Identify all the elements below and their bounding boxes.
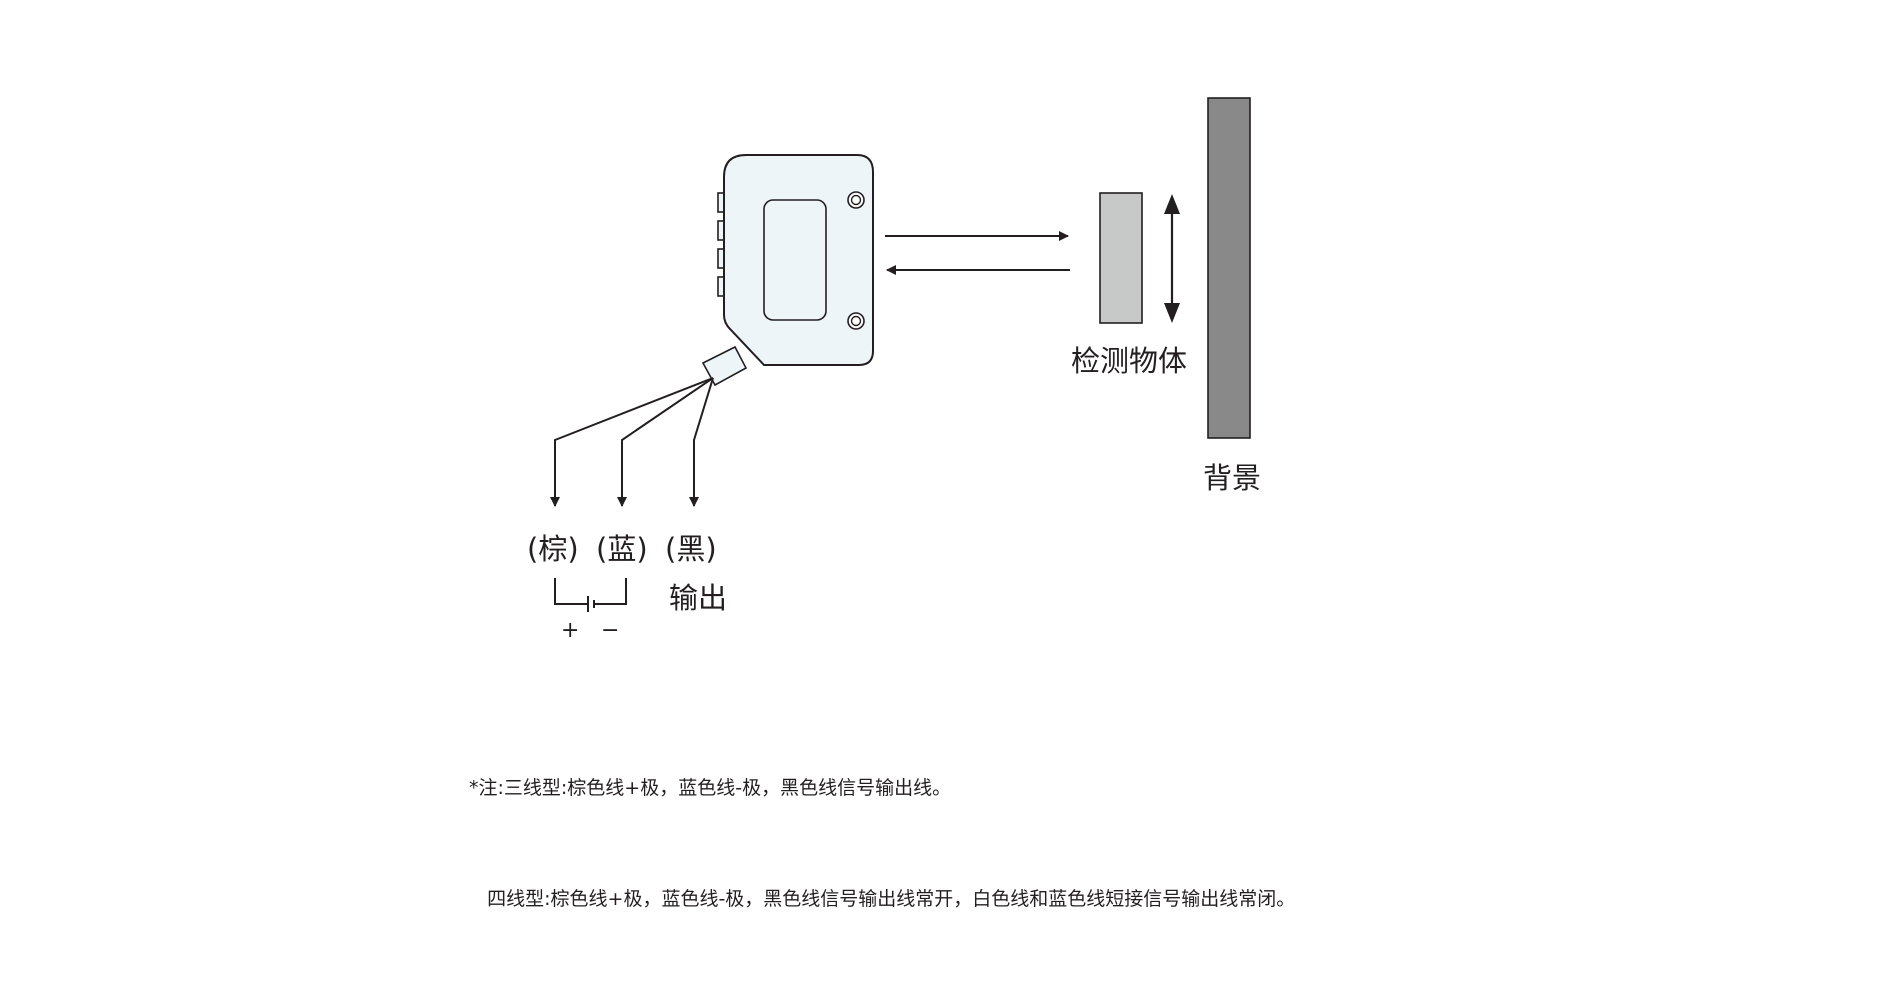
- diagram-graphic: [550, 97, 1251, 612]
- object-movement-arrowhead-down: [1164, 303, 1180, 323]
- black-wire-label: (黑): [665, 532, 717, 566]
- sensor-mount-screw-bottom: [847, 312, 865, 330]
- wiring-note-line-1: *注:三线型:棕色线+极，蓝色线-极，黑色线信号输出线。: [469, 777, 952, 799]
- plus-sign: +: [561, 618, 580, 643]
- blue-wire-label: (蓝): [596, 532, 648, 566]
- cable-wires: [550, 377, 714, 507]
- object-movement-arrowhead-up: [1164, 194, 1180, 214]
- background-label: 背景: [1203, 461, 1262, 495]
- wiring-note-line-2: 四线型:棕色线+极，蓝色线-极，黑色线信号输出线常开，白色线和蓝色线短接信号输出…: [469, 888, 1296, 910]
- polarity-bracket: [554, 578, 627, 612]
- sensor-diagram: 检测物体 背景 (棕) (蓝) (黑) 输出 + − *注:三线型:棕色线+极，…: [469, 97, 1295, 910]
- sensor-mount-screw-top: [847, 191, 865, 209]
- output-label: 输出: [669, 581, 728, 615]
- brown-wire-label: (棕): [527, 532, 579, 566]
- background-panel: [1207, 97, 1251, 439]
- sensor-cable-gland: [701, 345, 748, 387]
- sensor-side-tabs: [717, 192, 727, 297]
- detected-object-label: 检测物体: [1071, 344, 1188, 378]
- wiring-note: *注:三线型:棕色线+极，蓝色线-极，黑色线信号输出线。 四线型:棕色线+极，蓝…: [469, 696, 1295, 992]
- detected-object-block: [1099, 192, 1143, 324]
- minus-sign: −: [601, 618, 620, 643]
- sensor-lens-window: [763, 199, 827, 321]
